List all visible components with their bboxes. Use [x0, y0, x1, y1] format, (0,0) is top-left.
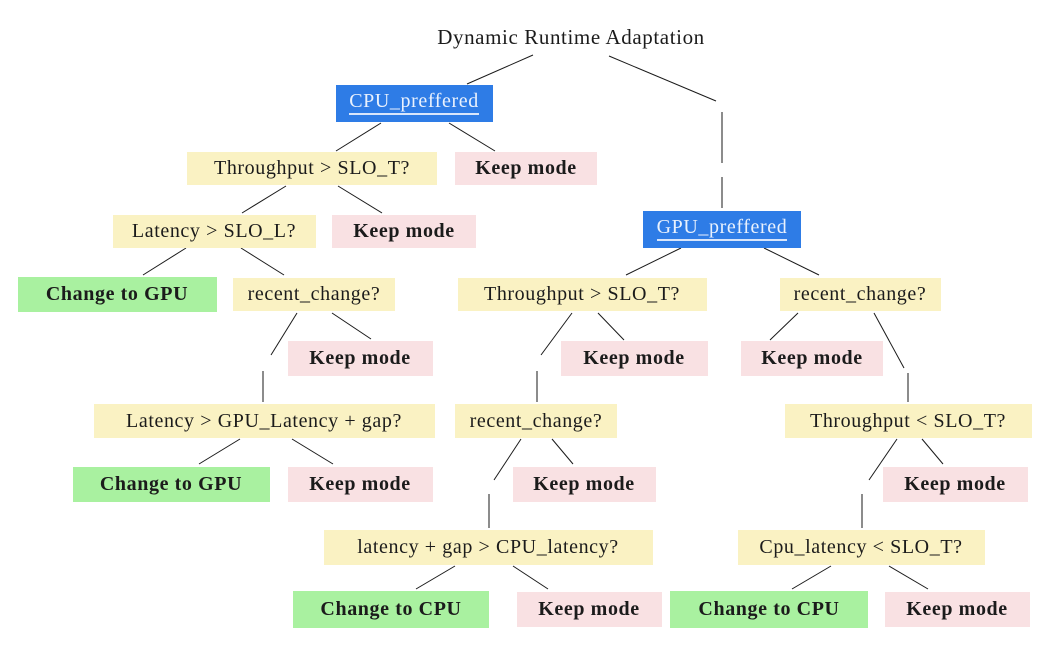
tree-node-keep10: Keep mode: [884, 591, 1030, 627]
tree-node-keep1: Keep mode: [455, 151, 597, 185]
tree-edge: [466, 54, 534, 85]
tree-edge: [198, 438, 241, 465]
tree-edge: [551, 438, 574, 465]
tree-edge: [270, 312, 298, 356]
tree-edge: [240, 247, 285, 276]
tree-edge: [448, 122, 496, 152]
tree-edge: [142, 247, 187, 276]
tree-node-gpu_pref: GPU_preffered: [643, 210, 801, 248]
tree-node-lat2: Latency > GPU_Latency + gap?: [93, 404, 435, 438]
tree-node-keep6: Keep mode: [287, 466, 433, 502]
tree-edge: [335, 122, 382, 152]
tree-edge: [868, 438, 898, 481]
tree-node-keep2: Keep mode: [332, 214, 476, 248]
tree-node-keep3: Keep mode: [287, 340, 433, 376]
tree-edge: [921, 438, 944, 465]
tree-node-tp2: Throughput > SLO_T?: [457, 277, 707, 311]
tree-node-rc3: recent_change?: [455, 404, 617, 438]
tree-edge: [415, 565, 456, 590]
tree-edge: [512, 565, 549, 590]
tree-edge: [291, 438, 334, 465]
tree-node-lat1: Latency > SLO_L?: [112, 214, 316, 248]
tree-edge: [873, 312, 905, 369]
tree-node-cpulat: Cpu_latency < SLO_T?: [737, 529, 985, 565]
tree-edge: [597, 312, 625, 341]
tree-node-rc1: recent_change?: [233, 277, 395, 311]
tree-node-keep4: Keep mode: [560, 340, 708, 376]
tree-edge: [608, 55, 717, 102]
tree-edge: [493, 438, 522, 481]
tree-edge: [888, 565, 929, 590]
tree-edge: [791, 565, 832, 590]
tree-node-keep7: Keep mode: [512, 466, 656, 502]
diagram-title: Dynamic Runtime Adaptation: [437, 24, 705, 49]
tree-node-rc2: recent_change?: [779, 277, 941, 311]
tree-node-c2gpu2: Change to GPU: [72, 466, 270, 502]
tree-node-tp3: Throughput < SLO_T?: [784, 404, 1032, 438]
tree-node-keep8: Keep mode: [882, 466, 1028, 502]
tree-node-keep9: Keep mode: [516, 591, 662, 627]
tree-node-c2cpu2: Change to CPU: [670, 590, 868, 628]
tree-edge: [763, 247, 820, 276]
tree-node-latgap: latency + gap > CPU_latency?: [323, 529, 653, 565]
tree-edge: [241, 185, 287, 214]
tree-edge: [337, 185, 383, 214]
mode-label: CPU_preffered: [349, 91, 479, 115]
mode-label: GPU_preffered: [656, 217, 788, 241]
tree-node-c2gpu1: Change to GPU: [17, 276, 217, 312]
tree-node-cpu_pref: CPU_preffered: [335, 84, 493, 122]
tree-edge: [769, 312, 799, 341]
tree-edge: [331, 312, 372, 340]
tree-edge: [625, 247, 682, 276]
tree-node-keep5: Keep mode: [741, 340, 883, 376]
tree-node-c2cpu1: Change to CPU: [293, 590, 489, 628]
tree-node-tp1: Throughput > SLO_T?: [187, 151, 437, 185]
tree-edge: [540, 312, 573, 356]
